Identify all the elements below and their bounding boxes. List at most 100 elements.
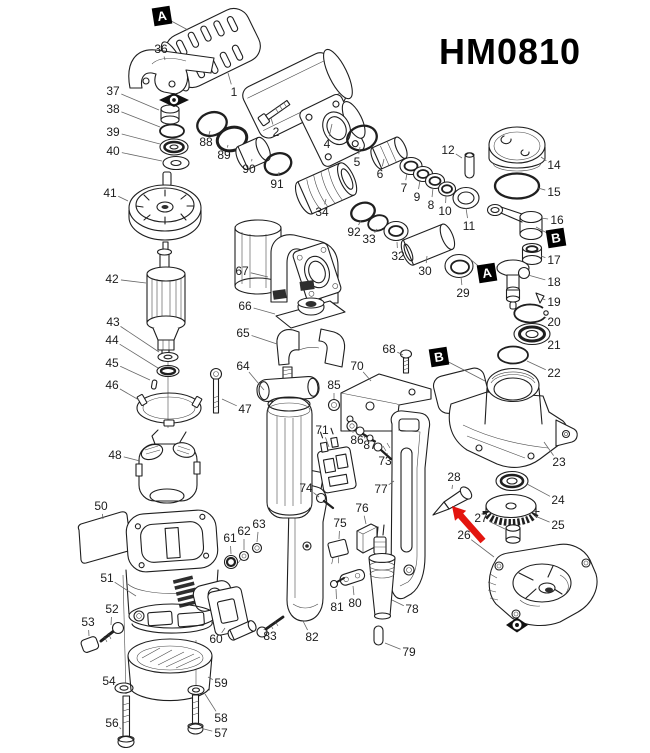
svg-text:B: B (433, 349, 445, 365)
part-callout-80: 80 (348, 585, 362, 610)
leader-line (120, 365, 151, 381)
flange-art (299, 93, 366, 167)
part-callout-91: 91 (270, 171, 284, 191)
part-number-88: 88 (199, 135, 213, 149)
part-number-86: 86 (350, 433, 364, 447)
marker-box (151, 5, 173, 27)
brush-holder-art (207, 542, 285, 641)
part-callout-75: 75 (333, 516, 347, 540)
leader-line (534, 515, 550, 523)
part-callout-70: 70 (350, 359, 372, 382)
crank-housing-art (432, 367, 598, 627)
leader-line (119, 343, 159, 369)
part-callout-52: 52 (105, 602, 119, 626)
crank-holder-art (234, 219, 346, 368)
leader-line (544, 316, 547, 319)
part-callout-6: 6 (377, 158, 385, 181)
leader-line (451, 484, 453, 490)
part-callout-14: 14 (540, 156, 561, 172)
part-number-77: 77 (374, 482, 388, 496)
part-callout-30: 30 (418, 255, 432, 278)
leader-line (163, 56, 166, 61)
marker-A: A (469, 258, 498, 284)
part-callout-92: 92 (347, 219, 362, 239)
part-number-78: 78 (405, 602, 419, 616)
leader-line (253, 307, 276, 315)
part-number-52: 52 (105, 602, 119, 616)
part-callout-45: 45 (105, 356, 151, 381)
part-number-17: 17 (547, 253, 561, 267)
part-number-61: 61 (223, 531, 237, 545)
leader-line (251, 335, 278, 345)
leader-line (118, 195, 129, 202)
svg-text:A: A (481, 265, 493, 281)
part-callout-21: 21 (547, 337, 561, 352)
red-arrow-annotation (452, 506, 486, 544)
part-number-36: 36 (154, 42, 168, 56)
part-callout-38: 38 (106, 102, 161, 128)
part-number-9: 9 (414, 190, 421, 204)
leader-line (324, 198, 327, 205)
part-number-44: 44 (105, 333, 119, 347)
part-callout-40: 40 (106, 144, 163, 162)
part-number-45: 45 (105, 356, 119, 370)
part-number-34: 34 (315, 205, 329, 219)
part-callout-5: 5 (354, 146, 361, 169)
part-number-80: 80 (348, 596, 362, 610)
part-callout-20: 20 (544, 315, 561, 329)
part-number-14: 14 (547, 158, 561, 172)
leader-line (425, 255, 428, 264)
leader-line (248, 371, 265, 391)
part-number-22: 22 (547, 366, 561, 380)
part-number-60: 60 (209, 632, 223, 646)
part-number-85: 85 (327, 378, 341, 392)
leader-line (221, 398, 237, 407)
part-number-82: 82 (305, 630, 319, 644)
leader-line (526, 483, 551, 497)
part-callout-63: 63 (252, 517, 266, 543)
crank-cap-art (486, 126, 551, 365)
leader-line (119, 388, 140, 401)
leader-line (455, 153, 463, 159)
leader-line (352, 585, 355, 596)
part-number-81: 81 (330, 600, 344, 614)
bracket-art (327, 349, 432, 461)
part-number-2: 2 (273, 125, 280, 139)
part-callout-87: 87 (363, 435, 377, 452)
leader-line (384, 642, 401, 650)
leader-line (363, 435, 366, 439)
part-callout-74: 74 (299, 481, 320, 498)
leader-line (325, 437, 330, 448)
part-number-16: 16 (550, 213, 564, 227)
part-callout-36: 36 (154, 42, 168, 61)
armature-art (136, 241, 223, 428)
part-callout-10: 10 (438, 195, 452, 218)
motor-housing-art (77, 509, 234, 749)
part-number-70: 70 (350, 359, 364, 373)
part-callout-43: 43 (106, 315, 160, 353)
svg-text:A: A (156, 8, 168, 24)
part-number-23: 23 (552, 455, 566, 469)
part-number-32: 32 (391, 249, 405, 263)
part-number-83: 83 (263, 629, 277, 643)
part-callout-16: 16 (540, 213, 564, 227)
part-callout-73: 73 (378, 453, 392, 468)
switch-art (317, 427, 357, 494)
part-callout-28: 28 (447, 470, 461, 490)
leader-line (363, 515, 367, 525)
part-number-74: 74 (299, 481, 313, 495)
part-number-73: 73 (378, 454, 392, 468)
part-number-40: 40 (106, 144, 120, 158)
part-callout-42: 42 (105, 272, 147, 286)
pin-28-art (432, 486, 473, 516)
side-handle-art (256, 366, 320, 519)
part-callout-50: 50 (94, 499, 108, 520)
leader-line (278, 171, 280, 177)
part-callout-90: 90 (242, 158, 256, 176)
part-number-92: 92 (347, 225, 361, 239)
part-number-51: 51 (100, 571, 114, 585)
part-number-30: 30 (418, 264, 432, 278)
leader-line (313, 492, 320, 498)
part-number-37: 37 (106, 84, 120, 98)
